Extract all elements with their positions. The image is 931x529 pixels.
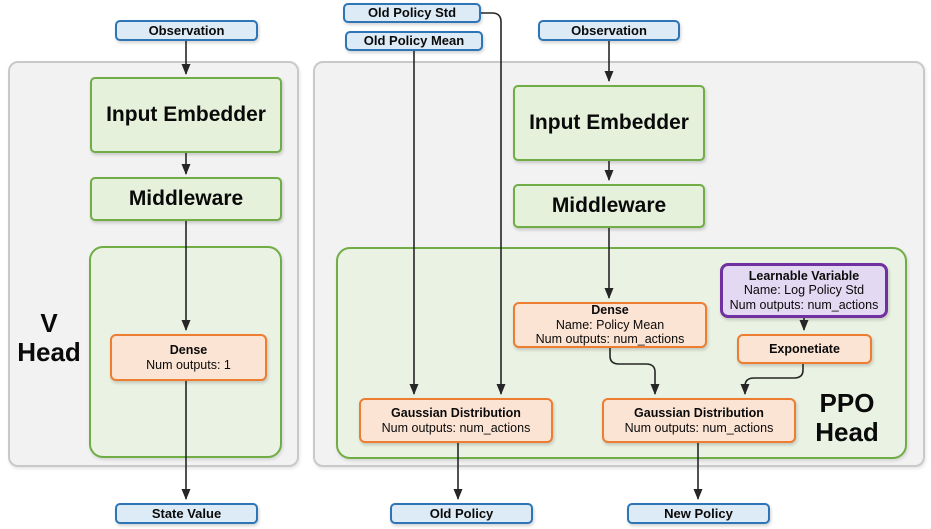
middleware-label-left: Middleware <box>128 186 244 210</box>
input-embedder-node-left: Input Embedder <box>90 77 282 153</box>
gaussian-old-title: Gaussian Distribution <box>391 406 521 420</box>
gaussian-distribution-new-node: Gaussian Distribution Num outputs: num_a… <box>602 398 796 443</box>
v-head-label-line1: V <box>40 307 58 338</box>
learnable-variable-num-outputs: Num outputs: num_actions <box>729 297 879 312</box>
observation-node-left: Observation <box>115 20 258 41</box>
dense-node-policy-mean: Dense Name: Policy Mean Num outputs: num… <box>513 302 707 348</box>
dense-v-num-outputs: Num outputs: 1 <box>146 357 231 372</box>
dense-pm-name: Name: Policy Mean <box>555 317 665 332</box>
middleware-node-right: Middleware <box>513 184 705 228</box>
learnable-variable-node: Learnable Variable Name: Log Policy Std … <box>720 263 888 318</box>
dense-v-title: Dense <box>169 343 208 357</box>
dense-pm-num-outputs: Num outputs: num_actions <box>535 332 685 347</box>
gaussian-new-num-outputs: Num outputs: num_actions <box>624 420 774 435</box>
old-policy-label: Old Policy <box>429 505 494 521</box>
ppo-head-label-line2: Head <box>815 417 879 447</box>
dense-pm-title: Dense <box>591 303 629 318</box>
middleware-node-left: Middleware <box>90 177 282 221</box>
learnable-variable-name: Name: Log Policy Std <box>743 283 865 298</box>
gaussian-distribution-old-node: Gaussian Distribution Num outputs: num_a… <box>359 398 553 443</box>
v-head-label: V Head <box>8 308 90 368</box>
old-policy-std-label: Old Policy Std <box>367 5 457 21</box>
observation-node-right: Observation <box>538 20 680 41</box>
ppo-head-label-line1: PPO <box>819 387 875 418</box>
old-policy-mean-node: Old Policy Mean <box>345 31 483 51</box>
input-embedder-label-right: Input Embedder <box>529 110 689 134</box>
dense-node-v: Dense Num outputs: 1 <box>110 334 267 381</box>
state-value-label: State Value <box>151 505 222 521</box>
old-policy-std-node: Old Policy Std <box>343 3 481 23</box>
middleware-label-right: Middleware <box>551 193 667 217</box>
state-value-node: State Value <box>115 503 258 524</box>
observation-label-right: Observation <box>571 22 647 38</box>
input-embedder-node-right: Input Embedder <box>513 85 705 161</box>
old-policy-mean-label: Old Policy Mean <box>363 33 465 49</box>
learnable-variable-title: Learnable Variable <box>748 268 860 283</box>
new-policy-label: New Policy <box>664 505 733 521</box>
new-policy-node: New Policy <box>627 503 770 524</box>
old-policy-node: Old Policy <box>390 503 533 524</box>
observation-label-left: Observation <box>148 22 225 38</box>
input-embedder-label-left: Input Embedder <box>106 102 266 126</box>
v-head-label-line2: Head <box>17 337 81 367</box>
exponentiate-node: Exponetiate <box>737 334 872 364</box>
exponentiate-label: Exponetiate <box>769 341 840 356</box>
gaussian-new-title: Gaussian Distribution <box>634 406 764 420</box>
ppo-head-label: PPO Head <box>810 388 884 448</box>
gaussian-old-num-outputs: Num outputs: num_actions <box>381 420 531 435</box>
